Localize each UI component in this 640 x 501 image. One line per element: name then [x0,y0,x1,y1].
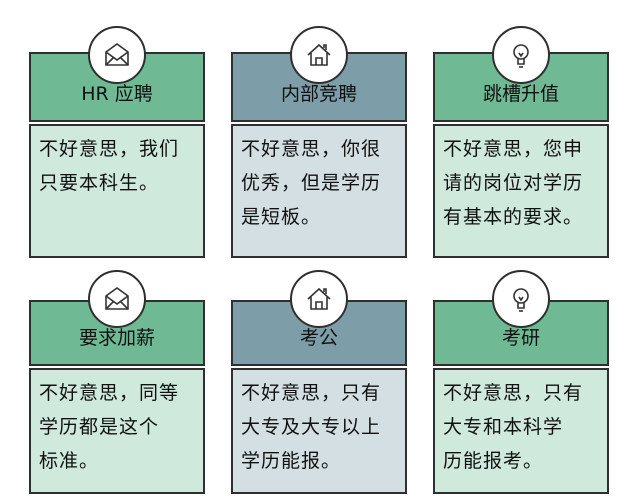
card-text-line: 有基本的要求。 [443,206,584,228]
envelope-icon [88,26,146,84]
card-text-line: 大专及大专以上 [241,416,382,438]
card-text: 不好意思，您申 请的岗位对学历 有基本的要求。 [433,124,609,258]
card-text-line: 不好意思，我们 [39,138,180,160]
card-text-line: 是短板。 [241,206,322,228]
card-text-line: 历能报考。 [443,450,544,472]
card-text: 不好意思，只有 大专和本科学 历能报考。 [433,368,609,494]
card-text: 不好意思，我们 只要本科生。 [29,124,205,258]
card-text-line: 大专和本科学 [443,416,564,438]
envelope-icon [88,270,146,328]
card-text-line: 学历都是这个 [39,416,160,438]
card-title: HR 应聘 [29,52,205,122]
card-text-line: 只要本科生。 [39,172,160,194]
card-text-line: 优秀，但是学历 [241,172,382,194]
card-text-line: 不好意思，只有 [241,382,382,404]
house-icon [290,26,348,84]
card-text-line: 不好意思，您申 [443,138,584,160]
card-text-line: 学历能报。 [241,450,342,472]
house-icon [290,270,348,328]
card-text: 不好意思，同等 学历都是这个 标准。 [29,368,205,494]
card-text-line: 标准。 [39,450,100,472]
lightbulb-icon [492,270,550,328]
card-text-line: 请的岗位对学历 [443,172,584,194]
card-text-line: 不好意思，只有 [443,382,584,404]
card-text: 不好意思，只有 大专及大专以上 学历能报。 [231,368,407,494]
card-text: 不好意思，你很 优秀，但是学历 是短板。 [231,124,407,258]
card-text-line: 不好意思，你很 [241,138,382,160]
lightbulb-icon [492,26,550,84]
card-text-line: 不好意思，同等 [39,382,180,404]
